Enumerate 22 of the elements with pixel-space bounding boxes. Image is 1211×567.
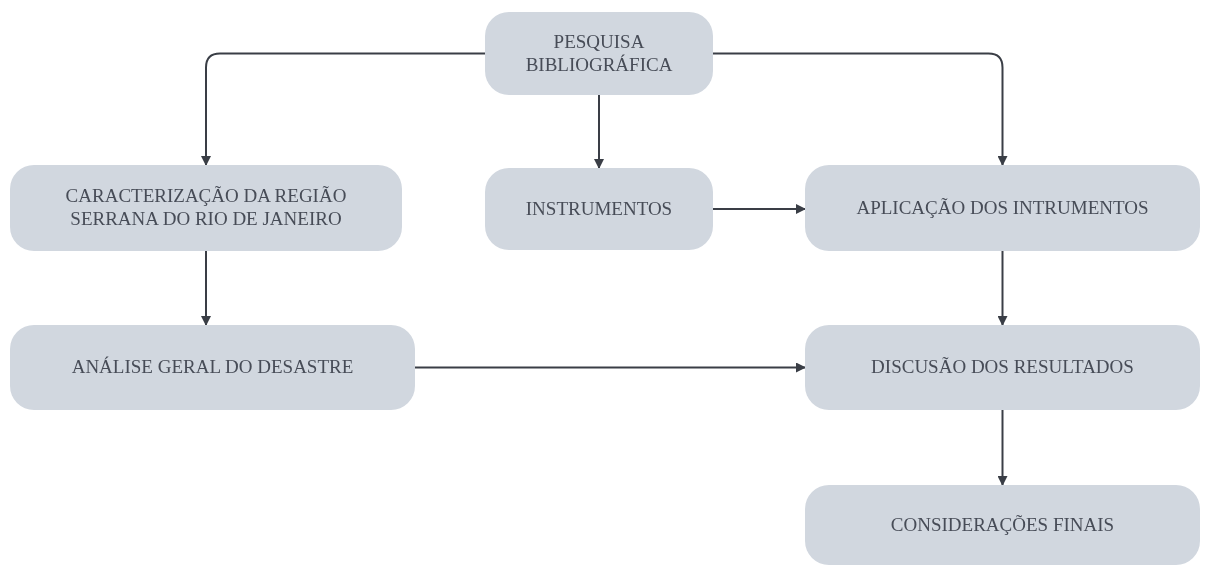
process-box xyxy=(485,12,713,95)
arrow xyxy=(997,250,1008,326)
arrow xyxy=(997,409,1008,486)
process-box xyxy=(10,165,402,251)
arrow xyxy=(201,52,486,166)
box-label: APLICAÇÃO DOS INTRUMENTOS xyxy=(856,196,1149,220)
arrow xyxy=(712,204,806,214)
process-box xyxy=(10,325,415,410)
process-box xyxy=(805,165,1200,251)
box-label: CONSIDERAÇÕES FINAIS xyxy=(890,513,1115,537)
process-box xyxy=(805,325,1200,410)
box-label: PESQUISA BIBLIOGRÁFICA xyxy=(524,30,674,77)
arrow xyxy=(201,250,211,326)
arrow xyxy=(594,94,604,169)
box-label: INSTRUMENTOS xyxy=(525,197,673,221)
process-box xyxy=(805,485,1200,565)
box-label: DISCUSÃO DOS RESULTADOS xyxy=(871,356,1134,379)
box-label: CARACTERIZAÇÃO DA REGIÃO SERRANA DO RIO DE JANEIRO xyxy=(64,185,348,231)
process-box xyxy=(485,168,713,250)
arrow xyxy=(414,362,806,373)
box-label: ANÁLISE GERAL DO DESASTRE xyxy=(71,356,354,379)
arrow xyxy=(712,52,1008,166)
